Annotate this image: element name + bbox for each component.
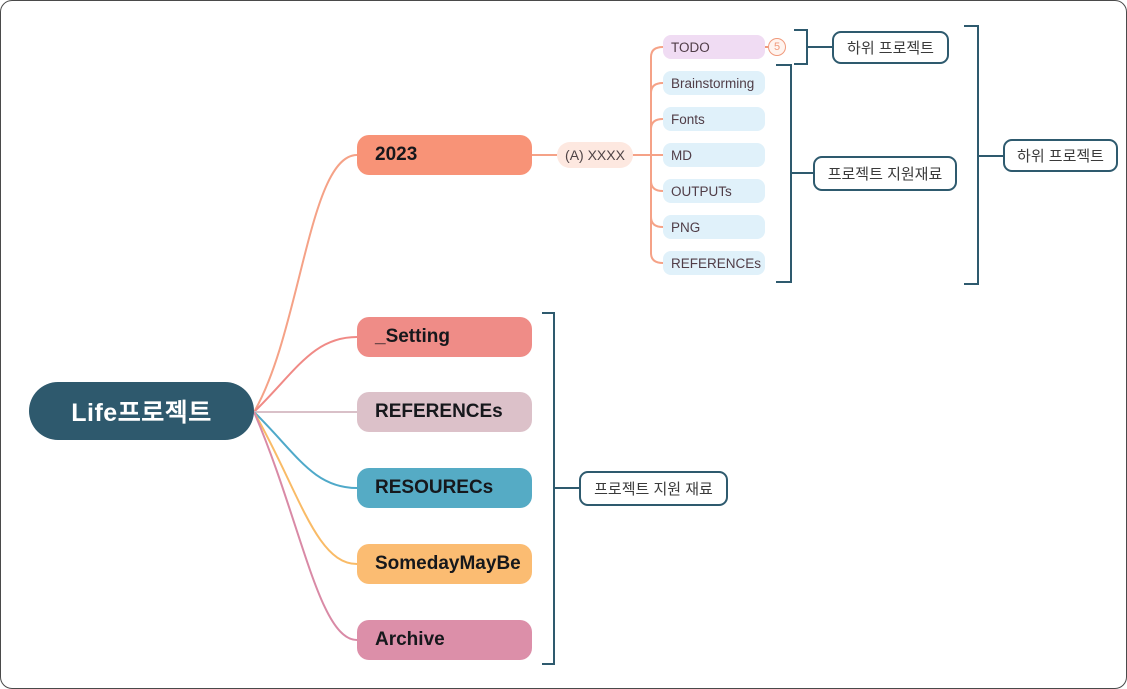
branch-node-references[interactable]: REFERENCEs bbox=[357, 392, 532, 432]
child-node-outputs[interactable]: OUTPUTs bbox=[663, 179, 765, 203]
branch-node-setting[interactable]: _Setting bbox=[357, 317, 532, 357]
branch-node-2023[interactable]: 2023 bbox=[357, 135, 532, 175]
branch-node-archive[interactable]: Archive bbox=[357, 620, 532, 660]
callout-label[interactable]: (A) XXXX bbox=[557, 142, 633, 168]
child-node-todo[interactable]: TODO bbox=[663, 35, 765, 59]
root-node-life-project[interactable]: Life프로젝트 bbox=[29, 382, 254, 440]
summary-box-subproject-todo[interactable]: 하위 프로젝트 bbox=[832, 31, 949, 64]
summary-box-project-support-materials-bottom[interactable]: 프로젝트 지원 재료 bbox=[579, 471, 728, 506]
branch-node-somedaymaybe[interactable]: SomedayMayBe bbox=[357, 544, 532, 584]
child-node-md[interactable]: MD bbox=[663, 143, 765, 167]
child-node-brainstorming[interactable]: Brainstorming bbox=[663, 71, 765, 95]
todo-count-badge[interactable]: 5 bbox=[768, 38, 786, 56]
child-node-png[interactable]: PNG bbox=[663, 215, 765, 239]
child-node-fonts[interactable]: Fonts bbox=[663, 107, 765, 131]
child-node-references[interactable]: REFERENCEs bbox=[663, 251, 765, 275]
summary-box-subproject-outer[interactable]: 하위 프로젝트 bbox=[1003, 139, 1118, 172]
summary-box-project-support-materials[interactable]: 프로젝트 지원재료 bbox=[813, 156, 957, 191]
branch-node-resourecs[interactable]: RESOURECs bbox=[357, 468, 532, 508]
